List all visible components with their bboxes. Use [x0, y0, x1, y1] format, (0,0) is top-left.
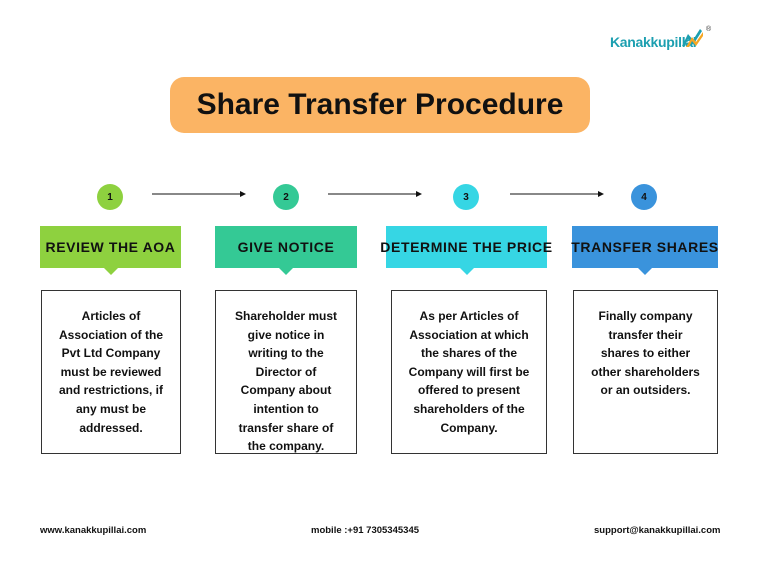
- arrow-right-icon: [510, 191, 604, 197]
- banner-pointer: [103, 268, 118, 275]
- step-4-description: Finally company transfer their shares to…: [591, 309, 700, 398]
- step-4-heading: TRANSFER SHARES: [571, 239, 719, 255]
- step-3-heading-banner: DETERMINE THE PRICE: [380, 226, 552, 275]
- step-1-description: Articles of Association of the Pvt Ltd C…: [58, 309, 164, 435]
- step-4-card: Finally company transfer their shares to…: [573, 290, 718, 454]
- step-1-heading-banner: REVIEW THE AOA: [40, 226, 181, 275]
- step-3-number: 3: [453, 184, 479, 210]
- brand-name: Kanakkupillai: [610, 34, 697, 50]
- step-2-description: Shareholder must give notice in writing …: [234, 309, 338, 454]
- step-1-card: Articles of Association of the Pvt Ltd C…: [41, 290, 181, 454]
- step-2-heading: GIVE NOTICE: [237, 239, 335, 255]
- logo-mark-icon: [682, 29, 703, 47]
- footer-email: support@kanakkupillai.com: [594, 525, 721, 536]
- footer-website: www.kanakkupillai.com: [40, 525, 147, 536]
- step-2-number: 2: [273, 184, 299, 210]
- step-3-heading: DETERMINE THE PRICE: [380, 239, 553, 255]
- page-title: Share Transfer Procedure: [196, 88, 564, 121]
- step-2-heading-banner: GIVE NOTICE: [215, 226, 357, 275]
- step-4-heading-banner: TRANSFER SHARES: [571, 226, 719, 275]
- step-1-number: 1: [97, 184, 123, 210]
- arrow-right-icon: [328, 191, 422, 197]
- arrow-right-icon: [152, 191, 246, 197]
- step-3-card: As per Articles of Association at which …: [391, 290, 547, 454]
- step-4-number: 4: [631, 184, 657, 210]
- step-1-heading: REVIEW THE AOA: [45, 239, 176, 255]
- banner-pointer: [638, 268, 652, 275]
- banner-pointer: [459, 268, 474, 275]
- step-3-description: As per Articles of Association at which …: [408, 309, 530, 435]
- banner-pointer: [279, 268, 293, 275]
- registered-mark: ®: [706, 26, 712, 33]
- title-banner: Share Transfer Procedure: [170, 77, 590, 133]
- footer-mobile: mobile :+91 7305345345: [311, 525, 420, 536]
- step-2-card: Shareholder must give notice in writing …: [215, 290, 357, 454]
- brand-logo: Kanakkupillai ®: [610, 26, 712, 54]
